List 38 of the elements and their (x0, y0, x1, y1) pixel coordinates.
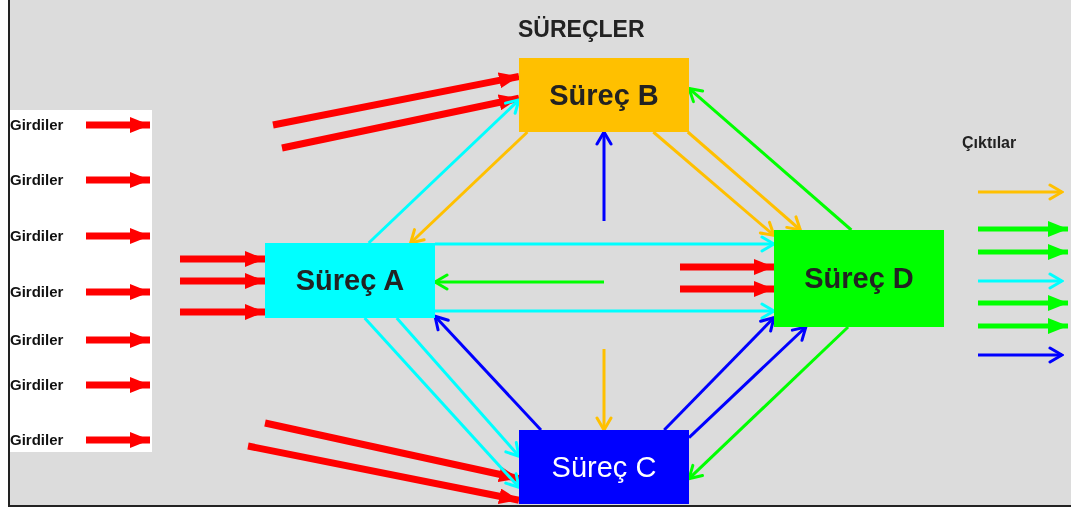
input-panel (10, 110, 152, 452)
arrow (435, 302, 776, 320)
output-heading: Çıktılar (962, 134, 1017, 152)
arrow (409, 130, 529, 245)
title: SÜREÇLER (518, 16, 645, 43)
arrow (272, 72, 520, 129)
process-label: Süreç D (804, 262, 914, 295)
input-label: Girdiler (10, 431, 86, 449)
arrow (367, 98, 521, 245)
arrow (281, 94, 520, 152)
arrow (264, 419, 520, 483)
process-box (519, 58, 689, 132)
input-label: Girdiler (10, 331, 86, 349)
process-box (774, 230, 944, 327)
arrow (595, 349, 613, 432)
arrow (595, 130, 613, 221)
input-label: Girdiler (10, 283, 86, 301)
arrow (652, 130, 776, 237)
input-label: Girdiler (10, 171, 86, 189)
process-box (265, 243, 435, 318)
arrow (687, 325, 808, 439)
arrow (395, 317, 521, 458)
process-label: Süreç C (551, 450, 657, 484)
arrow (435, 235, 776, 253)
arrow (363, 317, 521, 489)
arrow (687, 86, 853, 232)
arrow (247, 442, 520, 505)
arrow (687, 325, 850, 481)
process-box (519, 430, 689, 504)
process-label: Süreç A (295, 264, 405, 297)
arrow (433, 273, 604, 291)
arrow (663, 316, 776, 432)
arrow (433, 314, 543, 432)
process-label: Süreç B (549, 78, 659, 112)
input-label: Girdiler (10, 376, 86, 394)
arrow (686, 130, 802, 232)
input-label: Girdiler (10, 116, 86, 134)
input-label: Girdiler (10, 227, 86, 245)
